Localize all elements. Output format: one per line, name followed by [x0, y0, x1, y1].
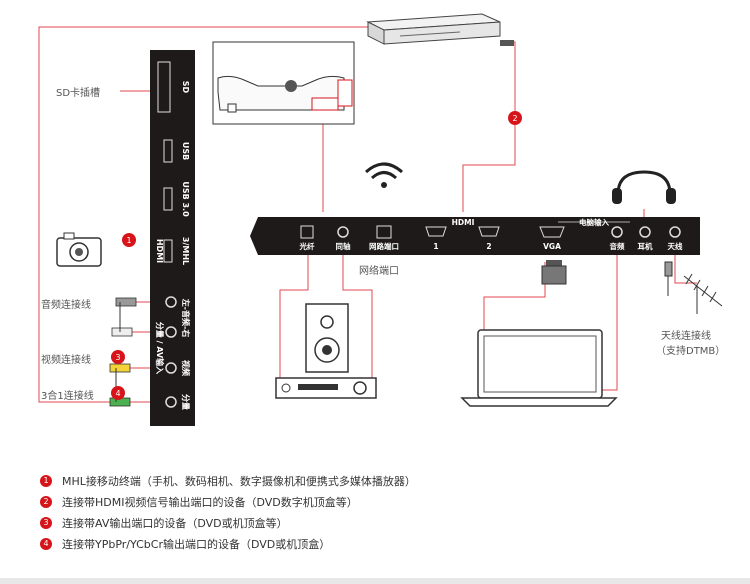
side-usb3-label: USB 3.0 — [181, 181, 190, 217]
speaker-icon — [305, 303, 349, 373]
side-sd-label: SD — [181, 81, 190, 94]
earphone-label: 耳机 — [638, 241, 653, 251]
side-component-label: 分量 — [181, 394, 191, 410]
laptop-icon — [460, 329, 618, 407]
dvd-player — [366, 13, 514, 46]
legend-item: 4 连接带YPbPr/YCbCr输出端口的设备（DVD或机顶盒） — [40, 533, 416, 554]
legend-badge: 2 — [40, 495, 52, 508]
legend-text: 连接带HDMI视频信号输出端口的设备（DVD数字机顶盒等） — [62, 495, 358, 509]
side-panel — [150, 50, 195, 426]
optical-label: 光纤 — [299, 241, 315, 251]
three-in-one-label: 3合1连接线 — [41, 391, 94, 402]
badge-1: 1 — [126, 236, 131, 245]
pc-input-label: 电脑输入 — [579, 217, 609, 227]
side-mhl-label: 3/MHL — [181, 237, 190, 265]
side-hdmi-logo: HDMI — [155, 239, 164, 263]
legend-item: 1 MHL接移动终端（手机、数码相机、数字摄像机和便携式多媒体播放器） — [40, 470, 416, 491]
hdmi2-label: 2 — [486, 242, 491, 251]
back-panel-labels: 光纤 同轴 网路端口 HDMI 1 2 电脑输入 VGA 音频 耳机 天线 — [299, 217, 683, 251]
bottom-divider — [0, 578, 750, 584]
wifi-icon — [365, 162, 403, 188]
side-av-input-label: 分量 / AV输入 — [155, 322, 165, 374]
badge-2: 2 — [512, 114, 517, 123]
camera-icon — [56, 232, 102, 267]
legend-text: MHL接移动终端（手机、数码相机、数字摄像机和便携式多媒体播放器） — [62, 474, 416, 488]
antenna-icon — [664, 261, 723, 314]
tv-rear — [212, 41, 355, 125]
headphone-icon — [612, 170, 676, 204]
legend-item: 3 连接带AV输出端口的设备（DVD或机顶盒等） — [40, 512, 416, 533]
video-cable-label: 视频连接线 — [41, 355, 91, 366]
antenna-cable-label: 天线连接线 — [661, 331, 711, 342]
legend-text: 连接带YPbPr/YCbCr输出端口的设备（DVD或机顶盒） — [62, 537, 331, 551]
legend-item: 2 连接带HDMI视频信号输出端口的设备（DVD数字机顶盒等） — [40, 491, 416, 512]
side-usb-label: USB — [181, 142, 190, 160]
legend-badge: 3 — [40, 516, 52, 529]
vga-connector-icon — [541, 260, 567, 285]
audio-label: 音频 — [610, 241, 625, 251]
side-video-label: 视频 — [181, 360, 191, 376]
vga-label: VGA — [543, 242, 561, 251]
side-panel-labels: SD USB USB 3.0 HDMI 3/MHL 分量 / AV输入 左-音频… — [155, 81, 191, 410]
badges: 1 2 3 4 — [111, 111, 522, 400]
antenna-label: 天线 — [668, 241, 683, 251]
dtmb-label: （支持DTMB） — [656, 346, 726, 357]
side-audio-lr-label: 左-音频-右 — [181, 298, 191, 338]
sd-slot-label: SD卡插槽 — [56, 88, 101, 99]
network-port-label: 网络端口 — [359, 266, 399, 277]
coax-label: 同轴 — [336, 241, 351, 251]
legend: 1 MHL接移动终端（手机、数码相机、数字摄像机和便携式多媒体播放器） 2 连接… — [40, 470, 416, 554]
audio-cable-label: 音频连接线 — [41, 300, 91, 311]
legend-badge: 1 — [40, 474, 52, 487]
badge-4: 4 — [115, 389, 120, 398]
legend-text: 连接带AV输出端口的设备（DVD或机顶盒等） — [62, 516, 288, 530]
hdmi-logo: HDMI — [452, 218, 475, 227]
av-receiver-icon — [275, 377, 377, 399]
badge-3: 3 — [115, 353, 120, 362]
legend-badge: 4 — [40, 537, 52, 550]
hdmi1-label: 1 — [433, 242, 438, 251]
network-label: 网路端口 — [369, 241, 399, 251]
back-panel — [250, 217, 700, 255]
